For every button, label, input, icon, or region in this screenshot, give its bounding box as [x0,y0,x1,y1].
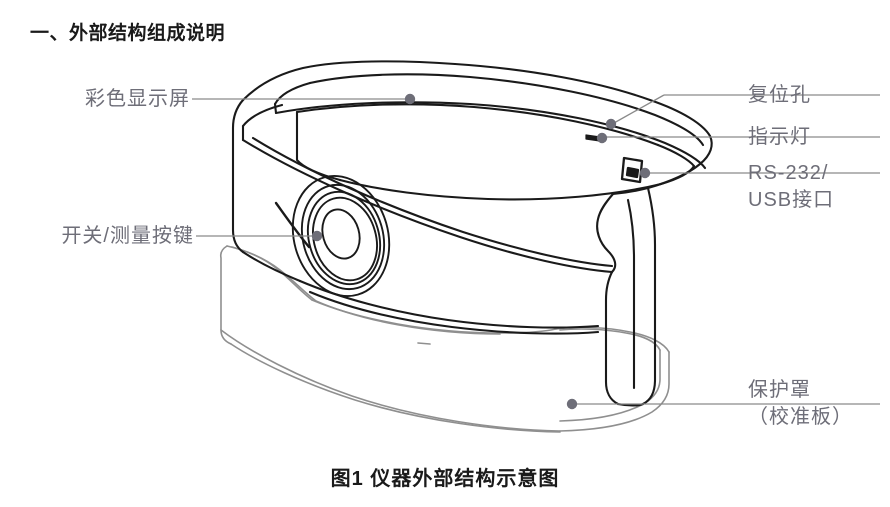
dot-indicator [596,132,608,144]
dot-power-key [311,230,323,242]
page-title: 一、外部结构组成说明 [30,23,226,44]
callout-label-display: 彩色显示屏 [0,86,190,113]
callout-label-power-measure-key: 开关/测量按键 [0,223,194,250]
protective-cover-shape [219,245,670,433]
callout-line: USB接口 [748,189,835,211]
callout-line: 保护罩 [748,379,811,401]
dot-cover [566,398,578,410]
dot-display [404,93,416,105]
measurement-aperture [291,174,391,298]
leader-reset-hole-d [613,94,665,124]
callout-line: 指示灯 [748,126,811,148]
dot-port [639,167,651,179]
callout-label-reset-hole: 复位孔 [748,82,811,109]
callout-label-rs232-usb-port: RS-232/ USB接口 [748,160,834,214]
instrument-body-shape [231,60,713,407]
callout-label-protective-cover: 保护罩 （校准板） [748,377,853,431]
dot-reset [605,118,617,130]
callout-line: RS-232/ [748,162,829,184]
callout-leaders [192,94,880,405]
callout-line: 复位孔 [748,84,811,106]
figure-caption: 图1 仪器外部结构示意图 [330,468,560,490]
callout-label-indicator-light: 指示灯 [748,124,811,151]
rs232-usb-port-mark [620,156,644,184]
callout-dots [311,93,651,410]
callout-line: （校准板） [748,406,853,428]
callout-line: 彩色显示屏 [85,88,190,110]
callout-line: 开关/测量按键 [61,225,194,247]
